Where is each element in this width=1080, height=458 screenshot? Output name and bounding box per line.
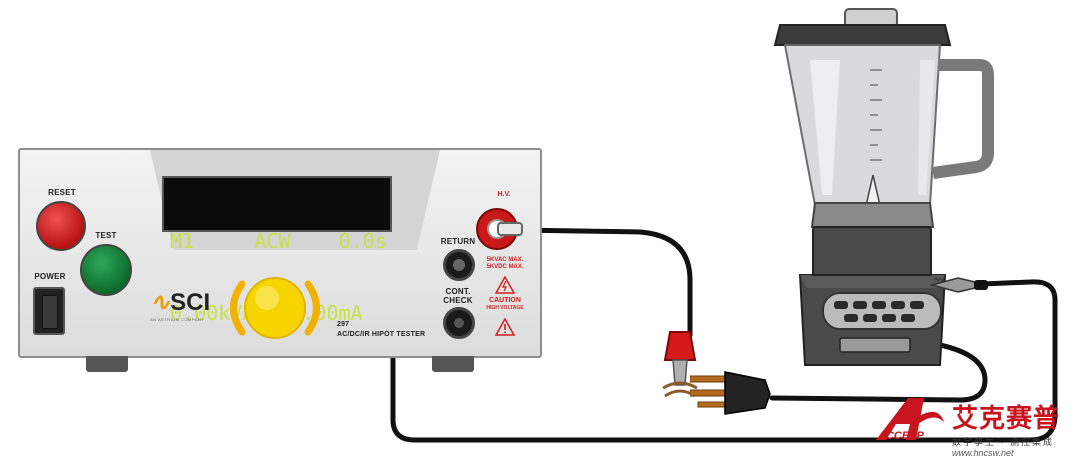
power-switch[interactable] bbox=[33, 287, 65, 335]
blender-handle bbox=[932, 59, 994, 179]
hv-test-lead-plug[interactable] bbox=[497, 222, 523, 236]
knob-dial bbox=[244, 277, 306, 339]
watermark-url: www.hncsw.net bbox=[952, 448, 1014, 458]
plug-prong-1 bbox=[690, 375, 726, 383]
sci-logo: ∿SCI AN AETRIUM COMPANY bbox=[150, 288, 210, 322]
blender-scale-marks bbox=[870, 69, 882, 161]
ground-alligator-clip[interactable] bbox=[930, 270, 990, 300]
logo-text: SCI bbox=[170, 289, 211, 316]
tester-foot-right bbox=[432, 356, 474, 372]
accexp-logo-icon bbox=[876, 398, 944, 440]
lcd-display: M1 ACW 0.0s 0.00kVAC 12.00mA bbox=[162, 176, 392, 325]
blender-control-panel bbox=[822, 292, 942, 330]
cont-check-jack[interactable] bbox=[443, 307, 475, 339]
blender-jar-collar bbox=[810, 202, 935, 228]
blender-power-plug[interactable] bbox=[690, 370, 780, 420]
hv-label: H.V. bbox=[497, 191, 511, 198]
high-voltage-warning-icon bbox=[495, 276, 515, 294]
watermark-tagline: 数字孪生 · 测控集成 bbox=[952, 437, 1054, 447]
blender-buttons bbox=[834, 301, 924, 322]
model-name: AC/DC/IR HIPOT TESTER bbox=[337, 331, 426, 338]
blender-lid bbox=[773, 24, 952, 46]
knob-arc-right-icon bbox=[304, 280, 320, 336]
return-label: RETURN bbox=[440, 237, 476, 246]
watermark-letters: ACCEXP bbox=[878, 430, 924, 442]
plug-prong-2 bbox=[690, 389, 726, 397]
blender-motor-housing bbox=[812, 226, 932, 276]
hv-cable bbox=[512, 227, 693, 338]
caution-triangle-icon bbox=[495, 318, 515, 336]
lcd-line-1: M1 ACW 0.0s bbox=[170, 229, 387, 253]
voltage-knob[interactable] bbox=[220, 272, 330, 342]
power-label: POWER bbox=[34, 272, 66, 281]
reset-button[interactable] bbox=[36, 201, 86, 251]
return-jack[interactable] bbox=[443, 249, 475, 281]
cont-check-label-2: CHECK bbox=[443, 296, 473, 305]
watermark-brand-cn: 艾克赛普 bbox=[952, 404, 1061, 434]
knob-arc-left-icon bbox=[230, 280, 246, 336]
test-label: TEST bbox=[95, 231, 117, 240]
hv-alligator-clip[interactable] bbox=[655, 330, 705, 410]
model-number: 297 bbox=[337, 321, 350, 328]
plug-ground-pin bbox=[697, 401, 726, 408]
hv-rating-1: 5KVAC MAX. bbox=[486, 257, 524, 263]
hv-rating-2: 5KVDC MAX. bbox=[486, 264, 524, 270]
blender-jar bbox=[783, 44, 942, 206]
blender bbox=[773, 8, 994, 366]
logo-tagline: AN AETRIUM COMPANY bbox=[150, 317, 205, 322]
test-button[interactable] bbox=[80, 244, 132, 296]
cont-check-label-1: CONT. bbox=[445, 287, 471, 296]
reset-label: RESET bbox=[48, 188, 76, 197]
logo-wave-icon: ∿ bbox=[150, 289, 171, 316]
high-voltage-label: HIGH VOLTAGE bbox=[486, 305, 524, 311]
tester-foot-left bbox=[86, 356, 128, 372]
watermark-brand: 艾克赛普 数字孪生 · 测控集成 www.hncsw.net bbox=[952, 398, 1060, 458]
caution-label: CAUTION bbox=[489, 297, 521, 304]
blender-display-window bbox=[839, 337, 911, 353]
blender-power-cord bbox=[769, 342, 988, 403]
